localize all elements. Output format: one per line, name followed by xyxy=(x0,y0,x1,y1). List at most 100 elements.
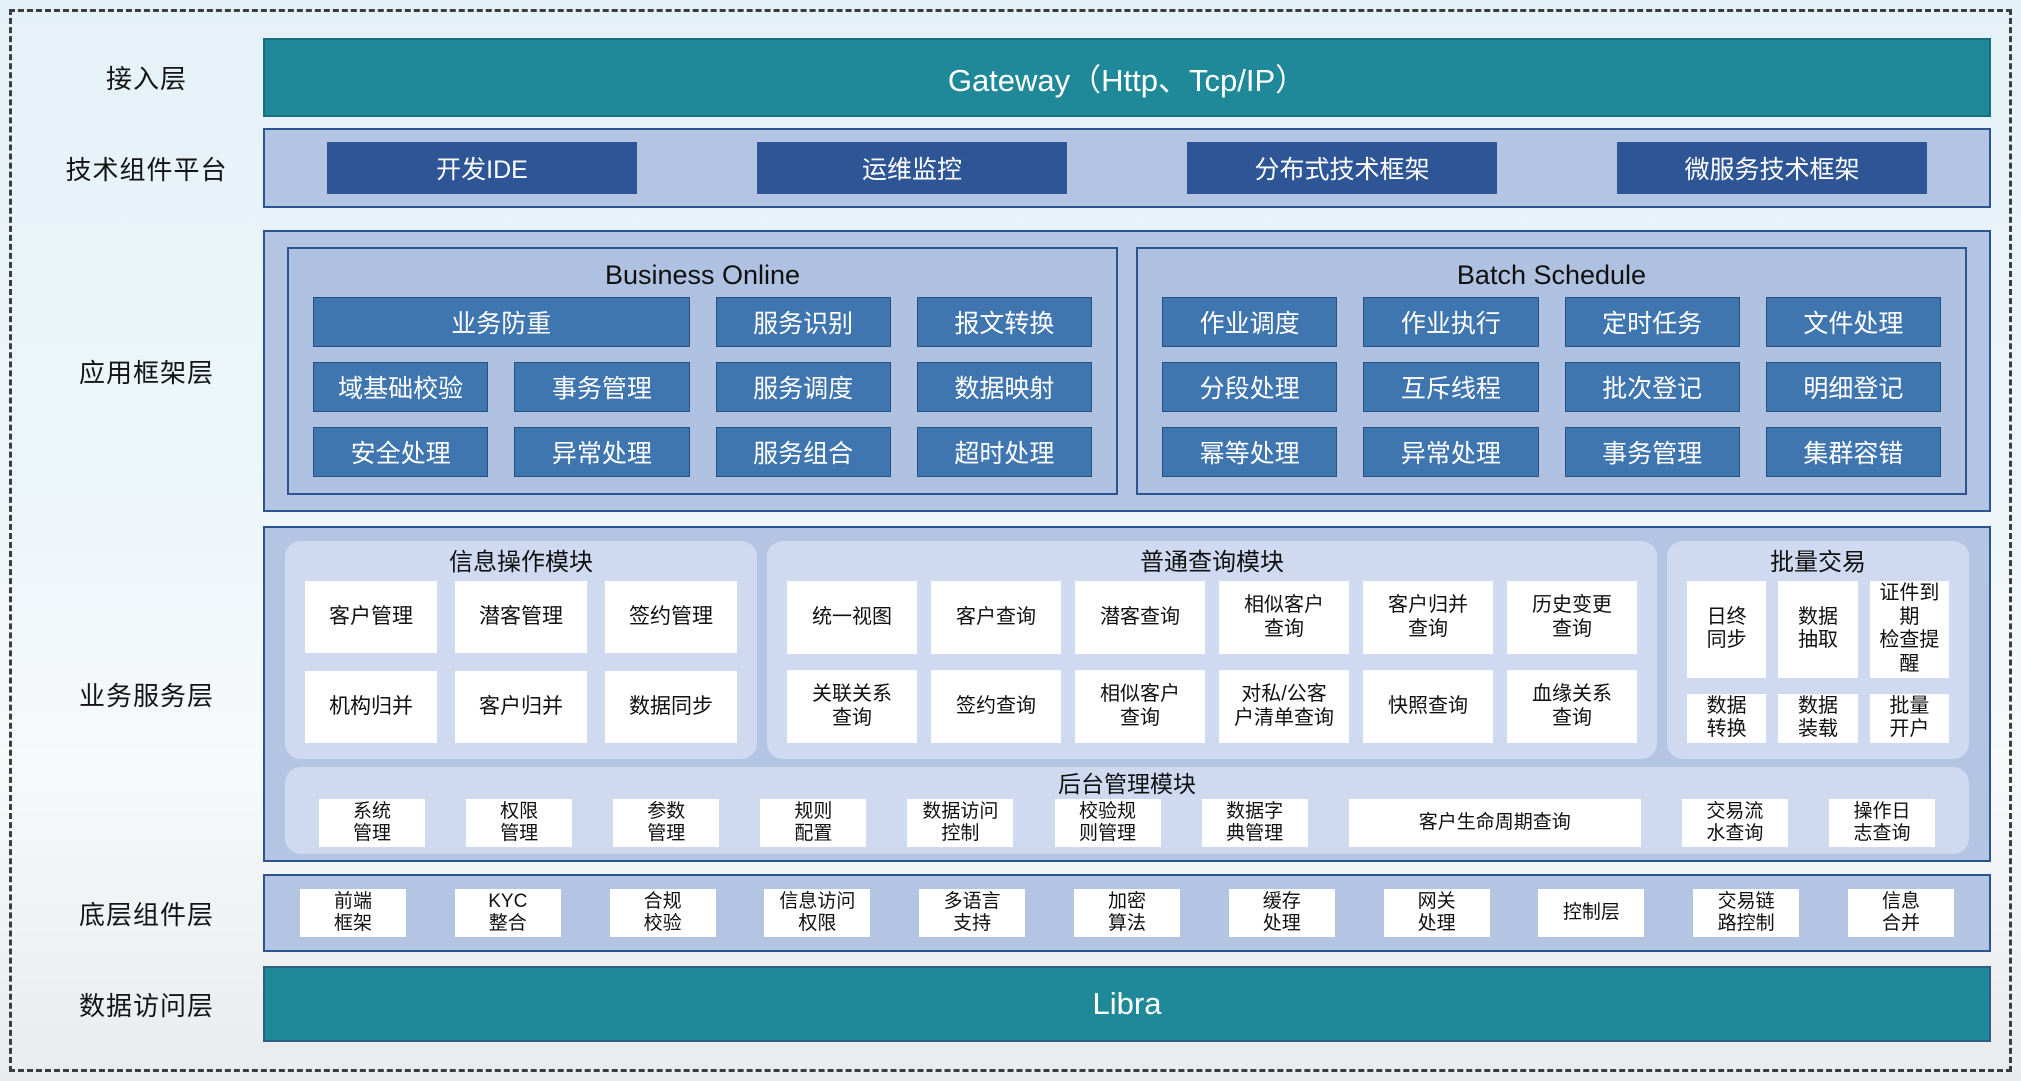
service-box: 客户管理 xyxy=(305,581,437,653)
business-online-title: Business Online xyxy=(604,260,801,290)
gateway-bar: Gateway（Http、Tcp/IP） xyxy=(263,38,1991,117)
tech-item-distributed-framework: 分布式技术框架 xyxy=(1187,142,1497,194)
service-box: 快照查询 xyxy=(1363,670,1493,743)
app-box: 服务组合 xyxy=(715,427,891,477)
app-box: 互斥线程 xyxy=(1363,362,1539,412)
tech-item-dev-ide: 开发IDE xyxy=(327,142,637,194)
service-box: 历史变更 查询 xyxy=(1507,581,1637,654)
tech-item-ops-monitor: 运维监控 xyxy=(757,142,1067,194)
app-box: 数据映射 xyxy=(916,362,1092,412)
app-box: 事务管理 xyxy=(514,362,690,412)
service-box: 批量 开户 xyxy=(1869,693,1949,743)
service-box: 数据同步 xyxy=(605,671,737,743)
business-online-grid: 业务防重 服务识别 报文转换 域基础校验 事务管理 服务调度 数据映射 安全处理… xyxy=(313,297,1092,477)
batch-transaction-module-title: 批量交易 xyxy=(1770,549,1866,576)
business-service-row: 业务服务层 信息操作模块 客户管理 潜客管理 签约管理 机构归并 客户归并 数据… xyxy=(30,526,1991,862)
common-query-module-title: 普通查询模块 xyxy=(1140,549,1284,576)
app-box: 分段处理 xyxy=(1162,362,1338,412)
service-box: 证件到期 检查提醒 xyxy=(1869,581,1949,678)
app-box: 作业执行 xyxy=(1363,297,1539,347)
admin-box: 规则 配置 xyxy=(760,799,867,847)
component-box: 网关 处理 xyxy=(1383,889,1490,937)
service-box: 潜客查询 xyxy=(1075,581,1205,654)
app-framework-container: Business Online 业务防重 服务识别 报文转换 域基础校验 事务管… xyxy=(263,230,1991,512)
component-box: 加密 算法 xyxy=(1073,889,1180,937)
component-box: 多语言 支持 xyxy=(919,889,1026,937)
app-box: 域基础校验 xyxy=(313,362,489,412)
service-box: 客户归并 xyxy=(455,671,587,743)
app-box: 文件处理 xyxy=(1765,297,1941,347)
service-box: 相似客户 查询 xyxy=(1075,670,1205,743)
app-box: 异常处理 xyxy=(1363,427,1539,477)
service-box: 客户归并 查询 xyxy=(1363,581,1493,654)
component-box: 信息访问 权限 xyxy=(764,889,871,937)
service-box: 数据 转换 xyxy=(1687,693,1767,743)
app-framework-row: 应用框架层 Business Online 业务防重 服务识别 报文转换 域基础… xyxy=(30,230,1991,512)
batch-schedule-panel: Batch Schedule 作业调度 作业执行 定时任务 文件处理 分段处理 … xyxy=(1136,247,1967,495)
component-box: KYC 整合 xyxy=(454,889,561,937)
service-box: 血缘关系 查询 xyxy=(1507,670,1637,743)
data-access-row: 数据访问层 Libra xyxy=(30,966,1991,1042)
tech-platform-row: 技术组件平台 开发IDE 运维监控 分布式技术框架 微服务技术框架 xyxy=(30,128,1991,208)
admin-box: 数据访问 控制 xyxy=(907,799,1014,847)
component-box: 信息 合并 xyxy=(1847,889,1954,937)
admin-box: 校验规 则管理 xyxy=(1054,799,1161,847)
base-component-row: 底层组件层 前端 框架 KYC 整合 合规 校验 信息访问 权限 多语言 支持 … xyxy=(30,874,1991,952)
service-box: 签约查询 xyxy=(931,670,1061,743)
base-component-label: 底层组件层 xyxy=(78,899,214,930)
service-box: 统一视图 xyxy=(787,581,917,654)
component-box: 缓存 处理 xyxy=(1228,889,1335,937)
app-box: 作业调度 xyxy=(1162,297,1338,347)
tech-platform-container: 开发IDE 运维监控 分布式技术框架 微服务技术框架 xyxy=(263,128,1991,208)
app-box: 安全处理 xyxy=(313,427,489,477)
admin-box: 权限 管理 xyxy=(466,799,573,847)
business-online-panel: Business Online 业务防重 服务识别 报文转换 域基础校验 事务管… xyxy=(287,247,1118,495)
service-box: 关联关系 查询 xyxy=(787,670,917,743)
app-box: 服务调度 xyxy=(715,362,891,412)
app-box: 事务管理 xyxy=(1564,427,1740,477)
batch-schedule-title: Batch Schedule xyxy=(1456,260,1647,290)
admin-module-title: 后台管理模块 xyxy=(1058,771,1196,797)
app-box: 集群容错 xyxy=(1765,427,1941,477)
app-box: 业务防重 xyxy=(313,297,690,347)
service-box: 数据 装载 xyxy=(1778,693,1858,743)
access-layer-label: 接入层 xyxy=(105,64,187,94)
component-box: 合规 校验 xyxy=(609,889,716,937)
access-layer-row: 接入层 Gateway（Http、Tcp/IP） xyxy=(30,38,1991,117)
business-service-container: 信息操作模块 客户管理 潜客管理 签约管理 机构归并 客户归并 数据同步 普通查… xyxy=(263,526,1991,862)
service-box: 潜客管理 xyxy=(455,581,587,653)
service-box: 数据 抽取 xyxy=(1778,581,1858,678)
batch-transaction-module: 批量交易 日终 同步 数据 抽取 证件到期 检查提醒 数据 转换 数据 装载 批… xyxy=(1667,541,1969,759)
tech-platform-label: 技术组件平台 xyxy=(65,154,228,185)
app-box: 报文转换 xyxy=(916,297,1092,347)
app-box: 幂等处理 xyxy=(1162,427,1338,477)
admin-box: 数据字 典管理 xyxy=(1201,799,1308,847)
app-box: 服务识别 xyxy=(715,297,891,347)
service-box: 日终 同步 xyxy=(1687,581,1767,678)
service-box: 客户查询 xyxy=(931,581,1061,654)
admin-box: 操作日 志查询 xyxy=(1828,799,1935,847)
app-box: 定时任务 xyxy=(1564,297,1740,347)
component-box: 前端 框架 xyxy=(300,889,406,937)
data-access-label: 数据访问层 xyxy=(78,990,214,1021)
app-box: 批次登记 xyxy=(1564,362,1740,412)
component-box: 交易链 路控制 xyxy=(1693,889,1800,937)
service-box: 签约管理 xyxy=(605,581,737,653)
component-box: 控制层 xyxy=(1538,889,1645,937)
info-operation-module: 信息操作模块 客户管理 潜客管理 签约管理 机构归并 客户归并 数据同步 xyxy=(285,541,757,759)
service-box: 机构归并 xyxy=(305,671,437,743)
service-box: 对私/公客 户清单查询 xyxy=(1219,670,1349,743)
info-operation-module-title: 信息操作模块 xyxy=(449,549,593,576)
business-service-label: 业务服务层 xyxy=(78,680,214,711)
libra-bar: Libra xyxy=(263,966,1991,1042)
common-query-module: 普通查询模块 统一视图 客户查询 潜客查询 相似客户 查询 客户归并 查询 历史… xyxy=(767,541,1657,759)
app-box: 超时处理 xyxy=(916,427,1092,477)
service-box: 相似客户 查询 xyxy=(1219,581,1349,654)
batch-schedule-grid: 作业调度 作业执行 定时任务 文件处理 分段处理 互斥线程 批次登记 明细登记 … xyxy=(1162,297,1941,477)
base-component-container: 前端 框架 KYC 整合 合规 校验 信息访问 权限 多语言 支持 加密 算法 … xyxy=(263,874,1991,952)
admin-box: 系统 管理 xyxy=(319,799,425,847)
admin-box-customer-lifecycle: 客户生命周期查询 xyxy=(1348,799,1641,847)
tech-item-microservice-framework: 微服务技术框架 xyxy=(1617,142,1927,194)
app-box: 明细登记 xyxy=(1765,362,1941,412)
